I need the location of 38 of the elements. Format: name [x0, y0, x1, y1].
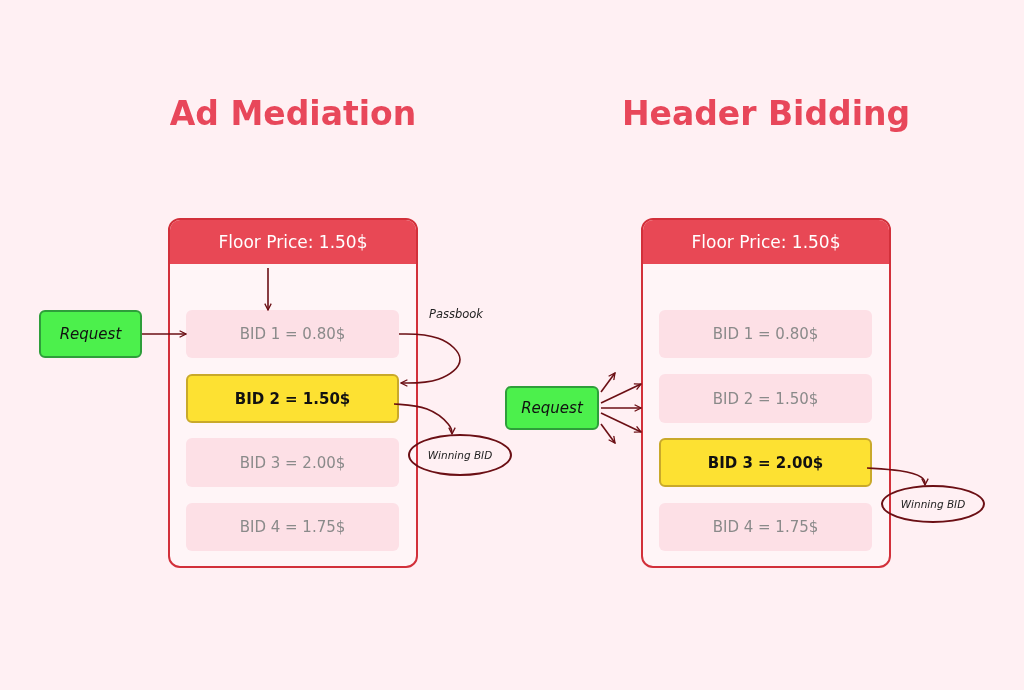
card-panel — [168, 218, 418, 568]
arrow — [600, 383, 642, 404]
box-label: BID 1 = 0.80$ — [712, 325, 819, 343]
ellipse-label: Winning BID — [427, 449, 493, 461]
request-box — [39, 310, 142, 358]
arrow — [398, 333, 461, 387]
arrow — [141, 330, 187, 338]
section-heading: Header Bidding — [621, 94, 911, 133]
box-label: BID 2 = 1.50$ — [712, 389, 819, 408]
request-box — [505, 386, 599, 430]
box-label: BID 3 = 2.00$ — [707, 453, 824, 472]
winning-ellipse — [408, 434, 512, 476]
header-text: Floor Price: 1.50$ — [218, 232, 368, 252]
header-text: Floor Price: 1.50$ — [691, 232, 841, 252]
ellipse-label: Winning BID — [900, 498, 966, 510]
box-label: BID 2 = 1.50$ — [234, 389, 351, 408]
arrow — [393, 403, 456, 435]
arrow — [866, 467, 929, 486]
bid-row — [186, 310, 399, 358]
box-label: BID 4 = 1.75$ — [712, 518, 819, 536]
box-label: BID 4 = 1.75$ — [239, 518, 346, 536]
arrow — [600, 404, 642, 412]
arrow — [264, 267, 272, 311]
box-label: BID 3 = 2.00$ — [239, 453, 346, 472]
header-bar — [170, 220, 416, 264]
card-panel — [641, 218, 891, 568]
arrow — [600, 412, 642, 433]
box-label: Request — [521, 399, 583, 417]
arrow — [600, 372, 616, 393]
box-label: Request — [59, 325, 122, 343]
edge-label: Passbook — [427, 307, 485, 321]
highlighted-bid-row — [659, 438, 872, 487]
highlighted-bid-row — [186, 374, 399, 423]
winning-ellipse — [881, 485, 985, 523]
arrow — [600, 423, 616, 444]
section-heading: Ad Mediation — [169, 94, 417, 133]
header-bar — [643, 220, 889, 264]
box-label: BID 1 = 0.80$ — [239, 325, 346, 343]
